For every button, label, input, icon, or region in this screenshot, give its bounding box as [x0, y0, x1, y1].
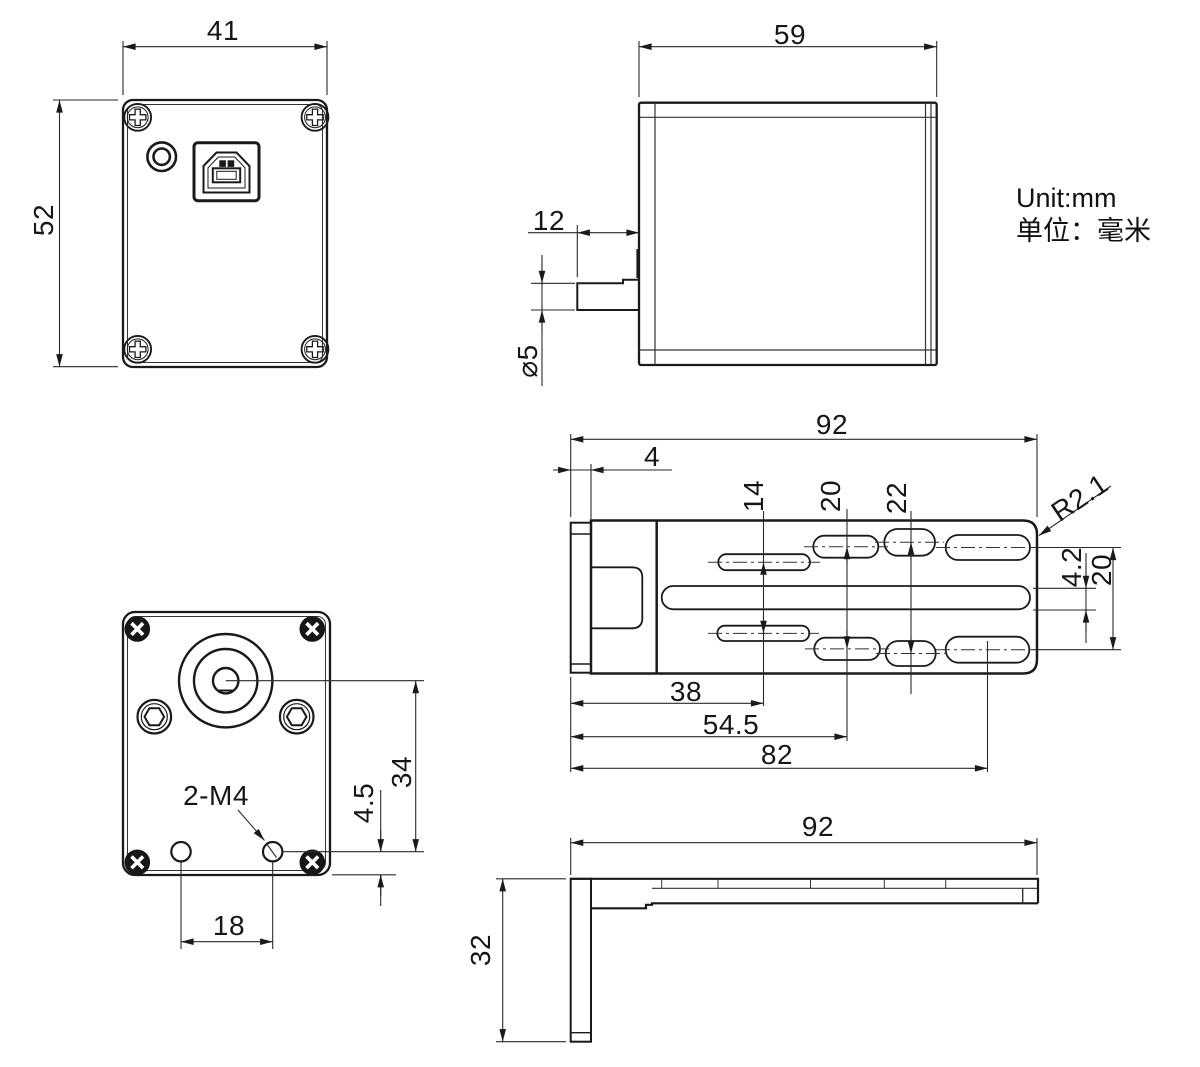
led-indicator: [146, 141, 178, 173]
camera-front-body: [121, 98, 329, 369]
thread-callout: 2-M4: [183, 780, 249, 811]
bracket-top-view: [553, 434, 1121, 772]
rear-view: [121, 610, 424, 949]
usb-b-port: [192, 141, 261, 203]
unit-note-zh: 单位：毫米: [1016, 216, 1151, 246]
bracket-flange-edge: [569, 521, 593, 674]
dim-lens-to-holes: 34: [386, 755, 417, 789]
dim-center-slot-width: 4.2: [1056, 546, 1087, 588]
dim-bracket-side-height: 32: [465, 933, 496, 967]
bracket-leg: [569, 877, 593, 1043]
dim-flange-width: 4: [643, 441, 661, 472]
corner-screw: [123, 102, 330, 364]
dim-slot-gap-3: 22: [881, 481, 912, 515]
unit-note: Unit:mm 单位：毫米: [1016, 182, 1151, 248]
dim-front-width: 41: [206, 15, 240, 46]
dim-slot-gap-2: 20: [815, 479, 846, 513]
m4-hole: [261, 840, 284, 863]
dim-front-height: 52: [28, 203, 59, 237]
bracket-plate-outline: [589, 519, 1039, 675]
dim-pin-offset: 12: [532, 205, 566, 236]
dim-hole-spacing: 18: [212, 910, 246, 941]
camera-side-body: [637, 101, 938, 367]
dim-bracket-side-length: 92: [801, 811, 835, 842]
tripod-pin: [576, 278, 639, 311]
dim-slot-gap-1: 14: [738, 479, 769, 513]
corner-screw: [124, 616, 326, 876]
dimension-lines: [528, 41, 938, 386]
dimension-lines: [53, 41, 328, 368]
unit-note-en: Unit:mm: [1016, 183, 1117, 213]
mounting-slots: [660, 528, 1031, 667]
dim-slot-center-1: 38: [669, 676, 703, 707]
dim-slot-center-2: 54.5: [702, 709, 760, 740]
bracket-side-view: [496, 838, 1040, 1043]
m4-hole: [170, 840, 192, 863]
dim-bracket-length: 92: [815, 409, 849, 440]
camera-rear-body: [121, 610, 332, 877]
dimension-lines: [496, 838, 1038, 1043]
hex-screw: [136, 698, 315, 735]
center-slot: [660, 585, 1031, 611]
dim-holes-to-edge: 4.5: [348, 782, 379, 824]
dim-slot-center-3: 82: [760, 739, 794, 770]
dimension-lines: [180, 680, 424, 949]
dim-pin-diameter: ⌀5: [512, 344, 543, 378]
dim-side-depth: 59: [773, 19, 807, 50]
dimension-lines: [553, 434, 1121, 772]
bracket-arm: [570, 877, 1040, 904]
camera-seat-cutout: [591, 566, 644, 630]
front-view: [53, 41, 330, 369]
dim-end-slot-gap: 20: [1086, 553, 1117, 587]
side-view: [528, 41, 938, 386]
